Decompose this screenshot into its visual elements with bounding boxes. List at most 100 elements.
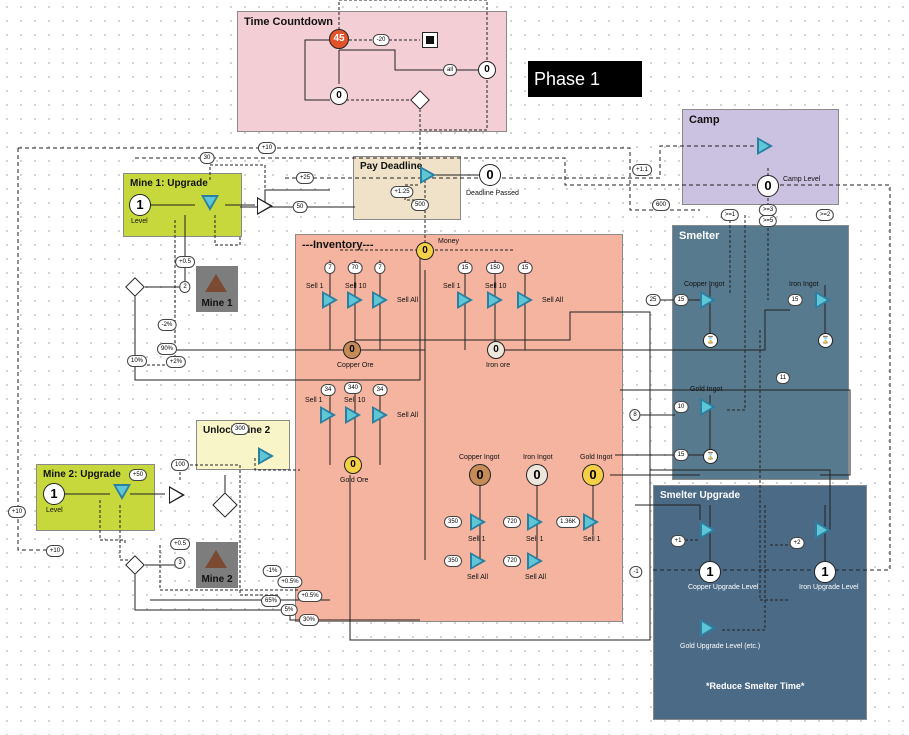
copper-upgrade-pool[interactable]: 1 [699, 561, 721, 583]
mine2-title: Mine 2: Upgrade [43, 469, 121, 480]
time-source-pool[interactable]: 0 [330, 87, 348, 105]
gold-price-10: 340 [343, 382, 363, 394]
gold-upgrade-label: Gold Upgrade Level (etc.) [680, 643, 761, 650]
pill-minus1pct: -1% [262, 565, 282, 577]
mine1-converter-icon[interactable] [201, 195, 219, 211]
iron-ore-pool[interactable]: 0 [487, 341, 505, 359]
mine2-icon[interactable]: Mine 2 [196, 542, 238, 588]
unlock-converter-icon[interactable] [258, 447, 274, 465]
smelter-gold-label: Gold Ingot [690, 386, 723, 393]
pill-minus20: -20 [372, 34, 390, 46]
smelter-upgrade-title: Smelter Upgrade [660, 490, 741, 501]
pay-deadline-title: Pay Deadline [360, 161, 423, 172]
copper-upgrade-label: Copper Upgrade Level [688, 584, 759, 591]
pill-8: 8 [629, 409, 641, 421]
pill-3: 3 [174, 557, 186, 569]
iron-upgrade-label: Iron Upgrade Level [799, 584, 859, 591]
iron-price-all: 15 [517, 262, 533, 274]
gold-sellall-icon[interactable] [372, 406, 388, 424]
smelter-gold-icon[interactable] [700, 398, 716, 416]
gold-sell10-label: Sell 10 [344, 397, 366, 404]
pill-plus05pct: +0.5% [277, 576, 303, 588]
gold-price-1: 34 [320, 384, 336, 396]
mine2-level-label: Level [46, 507, 63, 514]
camp-converter-icon[interactable] [757, 137, 773, 155]
camp-level-pool[interactable]: 0 [757, 175, 779, 197]
time-countdown-title: Time Countdown [244, 16, 334, 28]
smelter-upgrade-group: Smelter Upgrade [653, 485, 867, 720]
iron-sell10-label: Sell 10 [485, 283, 507, 290]
mine1-trigger-icon[interactable] [257, 197, 273, 215]
deadline-passed-label: Deadline Passed [466, 190, 519, 197]
pill-gte1: >=1 [720, 209, 740, 221]
mine1-level-pool[interactable]: 1 [129, 194, 151, 216]
pill-10pct: 10% [126, 355, 148, 367]
time-drain-pool[interactable]: 0 [478, 61, 496, 79]
smelter-copper-icon[interactable] [700, 291, 716, 309]
gold-sell1-icon[interactable] [320, 406, 336, 424]
iron-ingot-sell1-label: Sell 1 [526, 536, 544, 543]
unlock-cost-pill: 300 [230, 423, 250, 435]
money-pool[interactable]: 0 [416, 242, 434, 260]
iron-sell10-icon[interactable] [487, 291, 503, 309]
pill-65pct: 65% [260, 595, 282, 607]
iron-ingot-pool[interactable]: 0 [526, 464, 548, 486]
copper-upgrade-icon[interactable] [700, 521, 716, 539]
copper-sellall-icon[interactable] [372, 291, 388, 309]
copper-sell10-icon[interactable] [347, 291, 363, 309]
gold-ingot-sell1-label: Sell 1 [583, 536, 601, 543]
mine2-trigger-icon[interactable] [169, 486, 185, 504]
money-label: Money [438, 238, 460, 245]
mine1-cost-pill: 50 [292, 201, 308, 213]
iron-ingot-sellall-icon[interactable] [527, 552, 543, 570]
iron-ingot-sellall-label: Sell All [525, 574, 547, 581]
gold-ore-pool[interactable]: 0 [344, 456, 362, 474]
copper-ingot-pool[interactable]: 0 [469, 464, 491, 486]
deadline-passed-pool[interactable]: 0 [479, 164, 501, 186]
iron-upgrade-pool[interactable]: 1 [814, 561, 836, 583]
smelter-iron-timer-icon: ⌛ [818, 333, 833, 348]
smelter-iron-label: Iron Ingot [789, 281, 819, 288]
iron-upgrade-icon[interactable] [815, 521, 831, 539]
gold-sell1-label: Sell 1 [305, 397, 323, 404]
copper-ore-label: Copper Ore [337, 362, 374, 369]
mine1-label: Mine 1 [201, 298, 233, 309]
time-countdown-group: Time Countdown [237, 11, 507, 132]
copper-ingot-sellall-label: Sell All [467, 574, 489, 581]
gold-sell10-icon[interactable] [345, 406, 361, 424]
smelter-gold-cost: 10 [673, 401, 689, 413]
mine2-converter-icon[interactable] [113, 484, 131, 500]
copper-ingot-price-all: 350 [443, 555, 463, 567]
gold-ingot-sell1-icon[interactable] [583, 513, 599, 531]
iron-sellall-icon[interactable] [517, 291, 533, 309]
iron-sell1-label: Sell 1 [443, 283, 461, 290]
smelter-iron-icon[interactable] [815, 291, 831, 309]
pill-15: 15 [673, 294, 689, 306]
iron-price-10: 150 [485, 262, 505, 274]
pay-converter-icon[interactable] [420, 166, 436, 184]
gold-ingot-pool[interactable]: 0 [582, 464, 604, 486]
mine2-cost-pill: 100 [170, 459, 190, 471]
copper-ingot-sellall-icon[interactable] [470, 552, 486, 570]
iron-ingot-sell1-icon[interactable] [527, 513, 543, 531]
copper-ingot-sell1-icon[interactable] [470, 513, 486, 531]
copper-price-all: 7 [374, 262, 386, 274]
mine2-level-pool[interactable]: 1 [43, 483, 65, 505]
copper-sell1-icon[interactable] [322, 291, 338, 309]
copper-ingot-sell1-label: Sell 1 [468, 536, 486, 543]
pill-2: 2 [179, 281, 191, 293]
copper-ore-pool[interactable]: 0 [343, 341, 361, 359]
gold-upgrade-icon[interactable] [700, 619, 716, 637]
camp-level-label: Camp Level [783, 176, 821, 183]
iron-sell1-icon[interactable] [457, 291, 473, 309]
gold-ingot-label: Gold Ingot [580, 454, 613, 461]
mine1-icon[interactable]: Mine 1 [196, 266, 238, 312]
gold-ore-label: Gold Ore [340, 477, 369, 484]
smelter-gold-feed: 11 [775, 372, 791, 384]
smelter-copper-timer-icon: ⌛ [703, 333, 718, 348]
copper-sell10-label: Sell 10 [345, 283, 367, 290]
copper-price-10: 70 [347, 262, 363, 274]
pill-gte2: >=2 [815, 209, 835, 221]
mine1-title: Mine 1: Upgrade [130, 178, 208, 189]
timer-pool[interactable]: 45 [329, 29, 349, 49]
